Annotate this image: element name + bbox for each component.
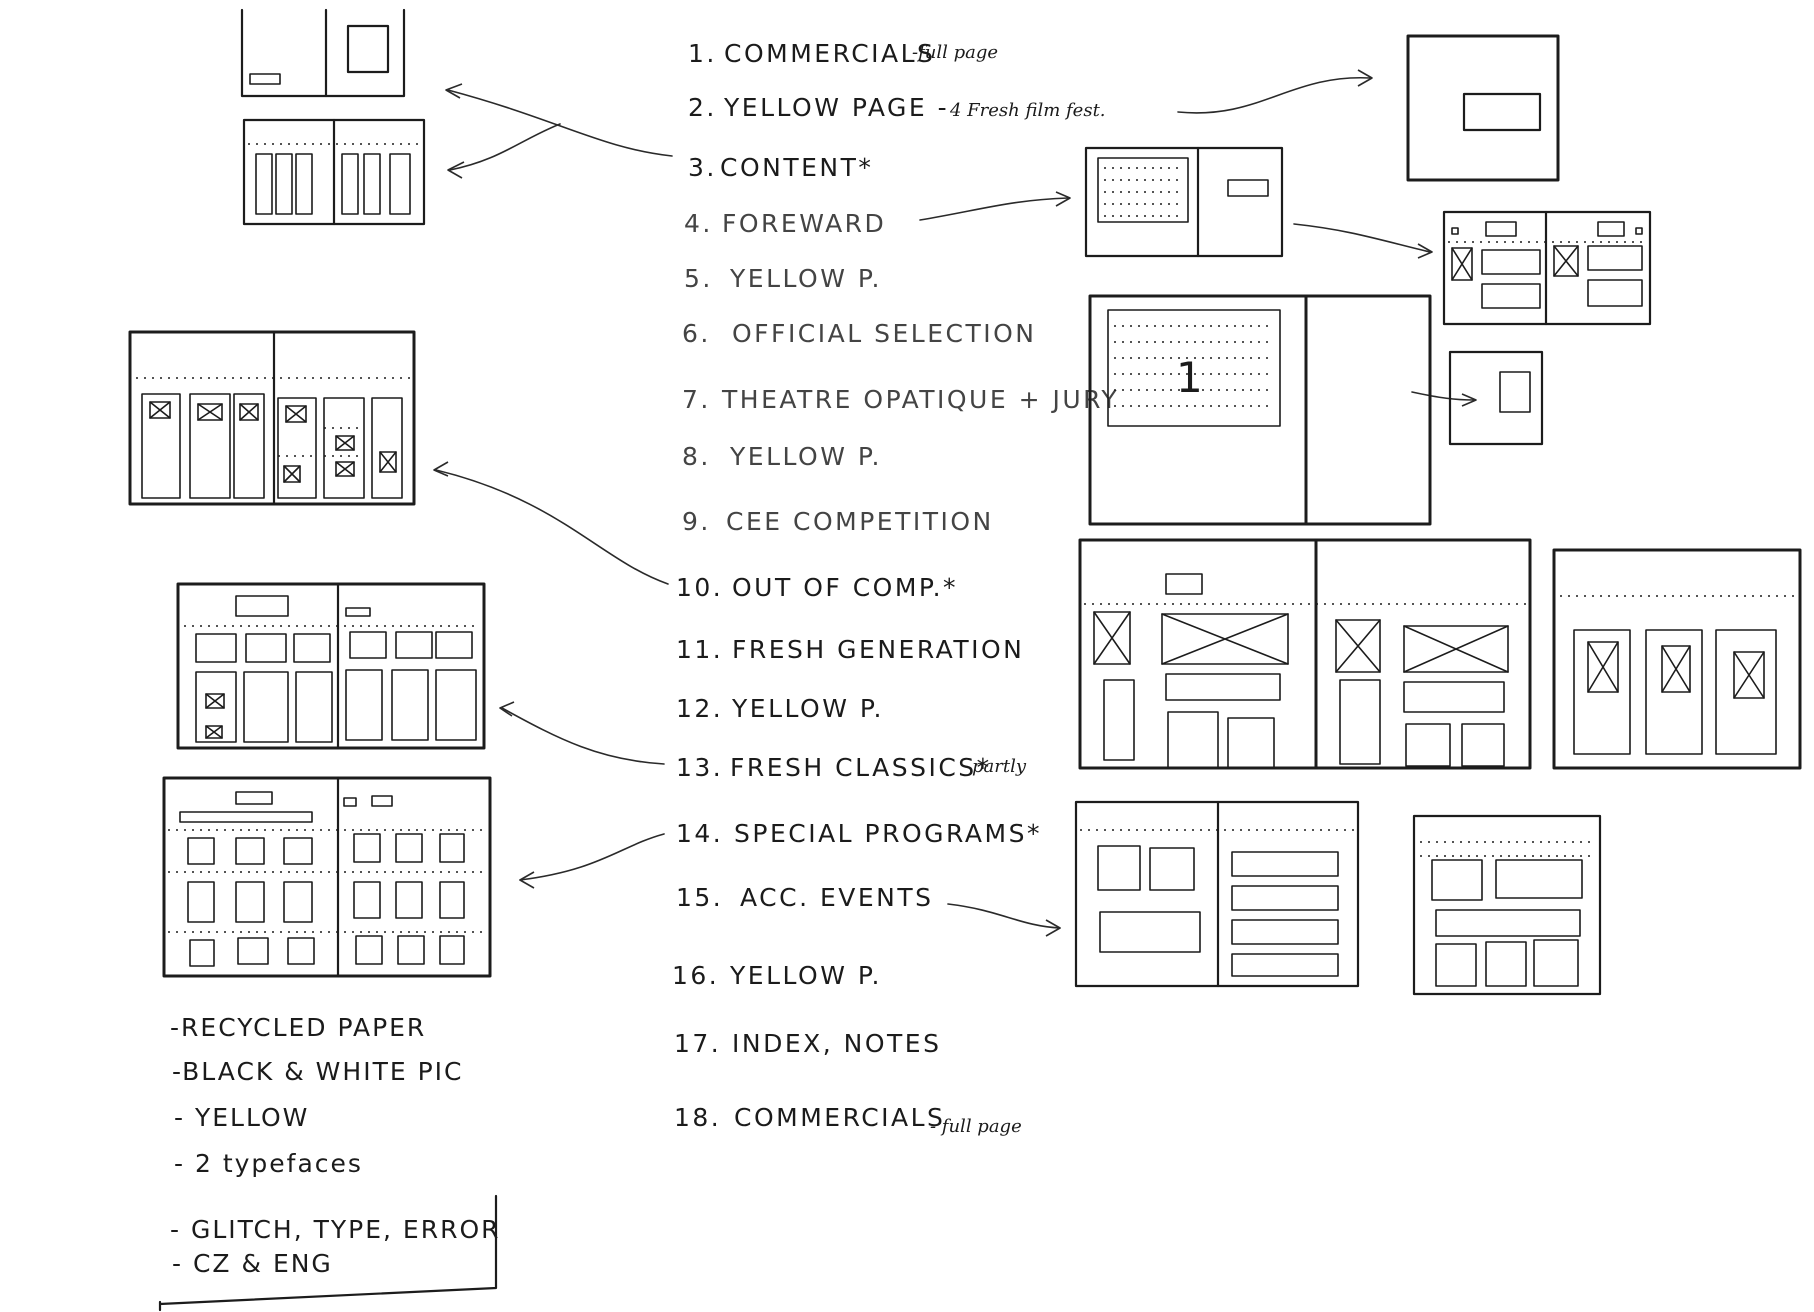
list-item-label: COMMERCIALS [734,1103,945,1132]
arrow-official-to-small-page [1411,391,1475,401]
image-placeholder-icon [1587,641,1765,699]
list-item-number: 10. [676,573,723,602]
spread-yellow-small-sketch [1442,210,1652,326]
list-item-label: YELLOW P. [729,442,882,471]
list-item-number: 4. [684,209,713,238]
list-item-6: 6. OFFICIAL SELECTION [682,319,1037,348]
connector-arrows [433,69,1477,937]
list-item-7: 7. THEATRE OPATIQUE + JURY [682,385,1119,414]
list-item-number: 18. [674,1103,721,1132]
list-item-number: 8. [682,442,711,471]
list-item-17: 17. INDEX, NOTES [674,1029,941,1058]
list-item-number: 9. [682,507,711,536]
spread-content-sketch [242,118,426,226]
list-item-label: SPECIAL PROGRAMS* [734,819,1042,848]
list-item-note: -full page [912,42,998,63]
paper-edge [158,1194,498,1312]
spread-special-programs-sketch [162,776,492,978]
list-item-label: ACC. EVENTS [740,883,934,912]
spread-fresh-classics-sketch [176,582,486,750]
list-item-label: FOREWARD [722,209,886,238]
list-item-number: 14. [676,819,723,848]
list-item-label: YELLOW PAGE - [723,93,949,122]
page-fresh-generation-continued-sketch [1552,548,1802,770]
list-item-3: 3. CONTENT* [688,153,873,182]
list-item-11: 11. FRESH GENERATION [676,635,1024,664]
spread-acc-events-sketch [1074,800,1360,988]
list-item-number: 16. [672,961,719,990]
image-placeholder-icon [205,693,225,739]
arrow-acc-events-to-spread [947,903,1061,929]
list-item-5: 5. YELLOW P. [684,264,882,293]
arrow-special-programs-to-spread [519,833,665,881]
note-line: - 2 typefaces [174,1149,363,1178]
note-line: -RECYCLED PAPER [170,1013,426,1042]
spread-foreward-sketch [1084,146,1284,258]
list-item-note: partly [972,756,1027,777]
list-item-1: 1. COMMERCIALS -full page [688,39,998,68]
spread-fresh-generation-sketch [1078,538,1532,770]
list-item-number: 12. [676,694,723,723]
spread-official-selection-sketch: 1 [1088,294,1432,526]
list-item-16: 16. YELLOW P. [672,961,882,990]
list-item-number: 13. [676,753,723,782]
page-acc-events-sketch [1412,814,1602,996]
arrow-out-of-comp-to-spread [435,469,669,585]
list-item-label: YELLOW P. [731,694,884,723]
spread-out-of-comp-sketch [128,330,416,506]
list-item-number: 17. [674,1029,721,1058]
list-item-number: 1. [688,39,717,68]
arrow-fresh-classics-to-spread [501,707,665,765]
list-item-label: OUT OF COMP.* [732,573,958,602]
opening-page-number: 1 [1176,353,1203,402]
list-item-label: FRESH CLASSICS* [730,753,992,782]
list-item-13: 13. FRESH CLASSICS* partly [676,753,1027,782]
note-line: -BLACK & WHITE PIC [172,1057,464,1086]
list-item-label: YELLOW P. [729,264,882,293]
list-item-label: FRESH GENERATION [732,635,1024,664]
list-item-label: CEE COMPETITION [726,507,994,536]
arrow-content-to-spread-bottom [449,123,561,171]
list-item-label: OFFICIAL SELECTION [732,319,1037,348]
design-notes: -RECYCLED PAPER -BLACK & WHITE PIC - YEL… [158,1013,501,1312]
list-item-9: 9. CEE COMPETITION [682,507,994,536]
list-item-label: THEATRE OPATIQUE + JURY [721,385,1119,414]
list-item-number: 3. [688,153,717,182]
arrow-content-to-spread-top [447,89,673,157]
small-page-sketch [1448,350,1544,446]
image-placeholder-icon [149,401,397,483]
arrow-yellow-page-to-box [1177,77,1371,114]
list-item-label: YELLOW P. [729,961,882,990]
list-item-number: 15. [676,883,723,912]
publication-structure-list: 1. COMMERCIALS -full page 2. YELLOW PAGE… [672,39,1119,1137]
list-item-label: CONTENT* [720,153,873,182]
list-item-number: 11. [676,635,723,664]
spread-commercials-sketch [240,8,406,98]
arrow-foreward-spread-to-yellow [1293,223,1431,253]
list-item-note: - full page [930,1116,1022,1137]
arrow-foreward-to-spread [919,197,1069,221]
list-item-4: 4. FOREWARD [684,209,886,238]
list-item-label: COMMERCIALS [724,39,935,68]
list-item-number: 6. [682,319,711,348]
list-item-10: 10. OUT OF COMP.* [676,573,958,602]
list-item-number: 5. [684,264,713,293]
list-item-number: 2. [688,93,717,122]
note-line: - CZ & ENG [172,1249,333,1278]
list-item-8: 8. YELLOW P. [682,442,882,471]
note-line: - YELLOW [174,1103,309,1132]
list-item-12: 12. YELLOW P. [676,694,884,723]
list-item-14: 14. SPECIAL PROGRAMS* [676,819,1042,848]
list-item-label: INDEX, NOTES [732,1029,941,1058]
list-item-2: 2. YELLOW PAGE - 4 Fresh film fest. [688,93,1106,122]
list-item-18: 18. COMMERCIALS - full page [674,1103,1022,1137]
list-item-15: 15. ACC. EVENTS [676,883,934,912]
yellow-page-sketch [1406,34,1560,182]
note-line: - GLITCH, TYPE, ERROR [170,1215,501,1244]
list-item-note: 4 Fresh film fest. [949,100,1106,121]
list-item-number: 7. [682,385,711,414]
